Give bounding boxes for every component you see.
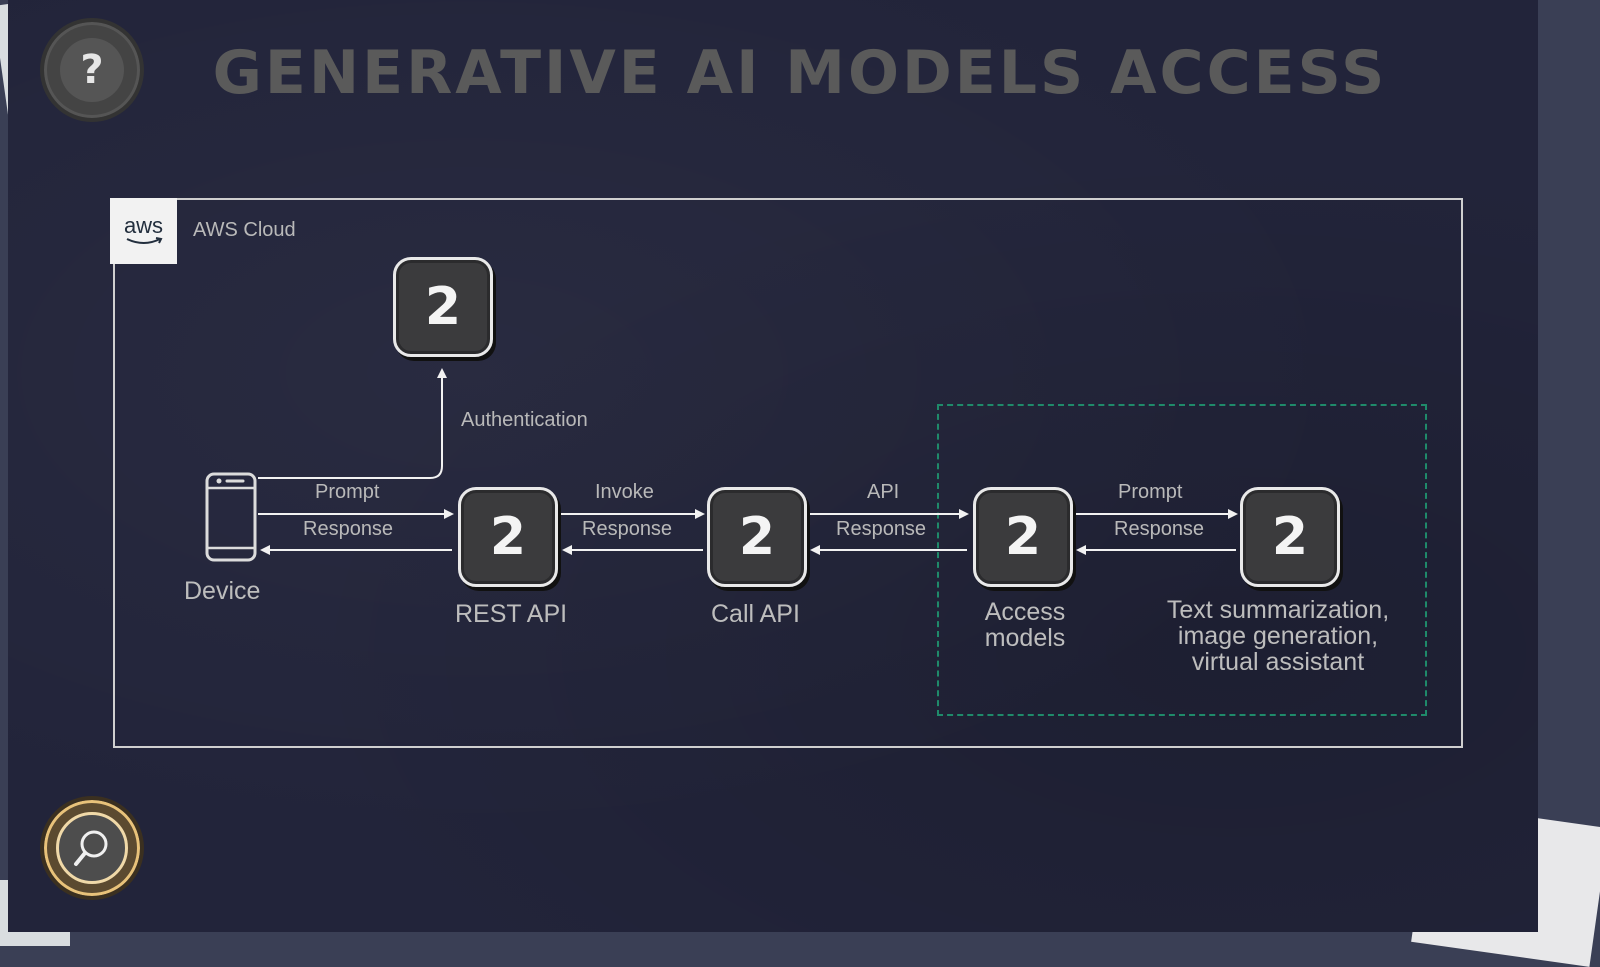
edge-label-api: API <box>867 481 900 503</box>
chalkboard <box>8 0 1538 932</box>
rest-api-tile[interactable]: 2 <box>458 487 558 587</box>
use-cases-line: virtual assistant <box>1191 648 1365 676</box>
authentication-tile[interactable]: 2 <box>393 257 493 357</box>
call-api-tile[interactable]: 2 <box>707 487 807 587</box>
rest-api-label: REST API <box>455 600 568 628</box>
magnifier-icon <box>56 812 128 884</box>
access-models-line: Access <box>984 598 1066 626</box>
edge-label-response: Response <box>1114 518 1205 540</box>
use-cases-line: image generation, <box>1177 622 1379 650</box>
tile-value: 2 <box>1004 507 1042 567</box>
model-group-boundary <box>937 404 1427 716</box>
edge-label-invoke: Invoke <box>595 481 654 503</box>
auth-connector <box>258 368 447 479</box>
zoom-button[interactable] <box>40 796 144 900</box>
access-models-line: models <box>984 624 1066 652</box>
edge-label-response: Response <box>836 518 927 540</box>
aws-logo-text: aws <box>123 213 164 238</box>
aws-cloud-frame <box>113 198 1463 748</box>
tile-value: 2 <box>489 507 527 567</box>
tile-value: 2 <box>1271 507 1309 567</box>
edge-label-response: Response <box>303 518 394 540</box>
edge-label-response: Response <box>582 518 673 540</box>
connection-arrows <box>258 368 1238 555</box>
use-cases-label: Text summarization, image generation, vi… <box>1140 597 1416 675</box>
page-title: GENERATIVE AI MODELS ACCESS <box>212 38 1388 108</box>
device-label: Device <box>184 577 261 605</box>
use-cases-line: Text summarization, <box>1166 596 1390 624</box>
help-button[interactable]: ? <box>40 18 144 122</box>
call-api-label: Call API <box>711 600 800 628</box>
edge-label-prompt: Prompt <box>315 481 380 503</box>
aws-cloud-label: AWS Cloud <box>193 219 296 241</box>
edge-label-prompt: Prompt <box>1118 481 1183 503</box>
aws-smile-icon <box>126 237 162 244</box>
tile-value: 2 <box>424 277 462 337</box>
access-models-tile[interactable]: 2 <box>973 487 1073 587</box>
use-cases-tile[interactable]: 2 <box>1240 487 1340 587</box>
access-models-label: Access models <box>955 599 1095 651</box>
aws-logo: aws <box>110 198 177 264</box>
mobile-device-icon <box>205 472 257 562</box>
authentication-label: Authentication <box>461 409 588 431</box>
help-icon: ? <box>60 38 124 102</box>
tile-value: 2 <box>738 507 776 567</box>
